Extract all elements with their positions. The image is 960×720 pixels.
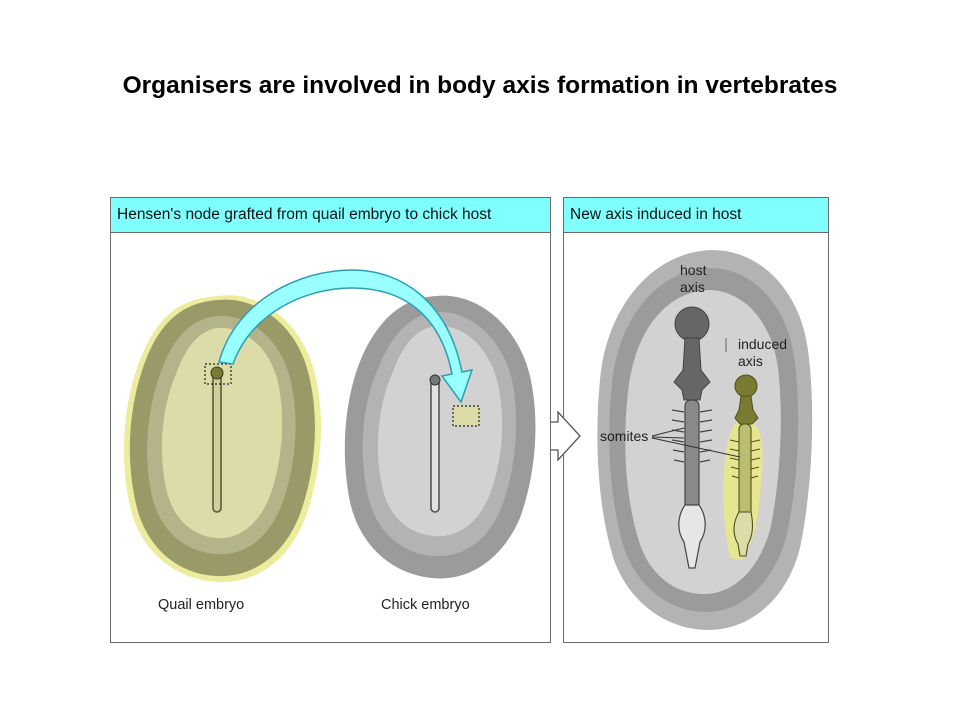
graft-arrow	[218, 269, 474, 404]
chick-graft-site	[452, 405, 480, 427]
chick-embryo-area-pellucida	[377, 325, 503, 537]
graft-panel-header: Hensen's node grafted from quail embryo …	[111, 198, 550, 233]
quail-primitive-streak	[212, 371, 222, 513]
transition-arrow	[551, 410, 581, 462]
host-axis-tail	[678, 504, 706, 569]
induced-axis-head	[734, 374, 758, 398]
host-axis-label-line2: axis	[680, 279, 705, 295]
host-axis-head	[674, 306, 710, 342]
induced-axis-label-line2: axis	[738, 353, 763, 369]
somites-label: somites	[600, 428, 648, 444]
host-axis	[671, 306, 713, 569]
host-axis-trunk	[684, 399, 700, 511]
chick-embryo-label: Chick embryo	[381, 597, 470, 613]
somites-leader-lines	[651, 427, 741, 458]
induced-axis-neural-tube	[734, 395, 759, 425]
slide-title: Organisers are involved in body axis for…	[122, 72, 838, 99]
induced-axis-tail	[733, 511, 754, 557]
graft-arrow-body	[218, 269, 474, 404]
quail-hensens-node	[210, 366, 224, 380]
induced-panel-header: New axis induced in host	[564, 198, 828, 233]
quail-embryo	[123, 295, 321, 583]
quail-embryo-label: Quail embryo	[158, 597, 244, 613]
host-somites	[671, 409, 713, 463]
quail-embryo-area-pellucida	[161, 327, 283, 539]
induced-axis-trunk	[738, 423, 752, 517]
chick-hensens-node	[429, 374, 441, 386]
host-axis-neural-tube	[673, 337, 711, 401]
chick-primitive-streak	[430, 377, 440, 513]
quail-graft-box	[204, 363, 232, 385]
host-axis-label-line1: host	[680, 262, 707, 278]
chick-embryo	[344, 295, 536, 579]
induced-somites	[729, 439, 761, 479]
induced-axis-label-line1: induced	[738, 336, 787, 352]
